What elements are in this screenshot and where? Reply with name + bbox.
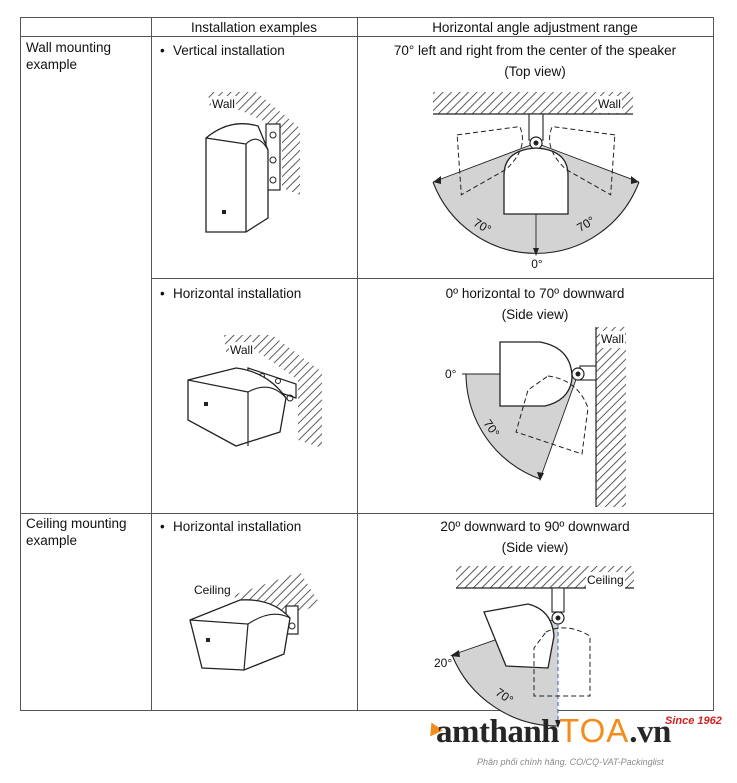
range-title-vertical: 70° left and right from the center of th… <box>393 43 677 58</box>
vertical-installation-text: Vertical installation <box>173 43 285 58</box>
ceiling-illustration-label: Ceiling <box>193 582 232 599</box>
ceiling-mounting-label-2: example <box>26 533 78 548</box>
top-view-zero-label: 0° <box>531 257 543 271</box>
brand-tagline: Phân phối chính hãng. CO/CQ-VAT-Packingl… <box>477 757 664 767</box>
ceiling-mounting-label: Ceiling mounting <box>26 516 127 531</box>
top-view-wall-label: Wall <box>597 96 622 113</box>
brand-accent: TOA <box>559 712 630 749</box>
wall-mounting-label: Wall mounting <box>26 40 112 55</box>
ceiling-start-label: 20° <box>434 656 453 670</box>
ceiling-diagram-label: Ceiling <box>586 572 625 589</box>
brand-logo: amthanhTOA.vn <box>436 712 671 751</box>
horizontal-installation-wall-text: Horizontal installation <box>173 286 302 301</box>
bullet-horizontal-ceiling: • <box>160 519 165 534</box>
side-view-zero-label: 0° <box>445 367 457 381</box>
horizontal-wall-label: Wall <box>229 342 254 359</box>
range-view-horizontal-wall: (Side view) <box>501 307 569 322</box>
side-view-wall-label: Wall <box>600 331 625 348</box>
brand-prefix: amthanh <box>436 714 560 750</box>
wall-mounting-label-2: example <box>26 57 78 72</box>
brand-suffix: .vn <box>629 714 671 750</box>
brand-since: Since 1962 <box>665 715 722 727</box>
header-installation-examples: Installation examples <box>190 20 318 35</box>
range-view-ceiling: (Side view) <box>501 540 569 555</box>
header-angle-range: Horizontal angle adjustment range <box>432 20 638 35</box>
range-title-horizontal-wall: 0º horizontal to 70º downward <box>445 286 625 301</box>
horizontal-installation-ceiling-text: Horizontal installation <box>173 519 302 534</box>
vertical-wall-label: Wall <box>211 96 236 113</box>
bullet-vertical: • <box>160 43 165 58</box>
range-title-ceiling: 20º downward to 90º downward <box>440 519 630 534</box>
range-view-vertical: (Top view) <box>504 64 566 79</box>
bullet-horizontal-wall: • <box>160 286 165 301</box>
